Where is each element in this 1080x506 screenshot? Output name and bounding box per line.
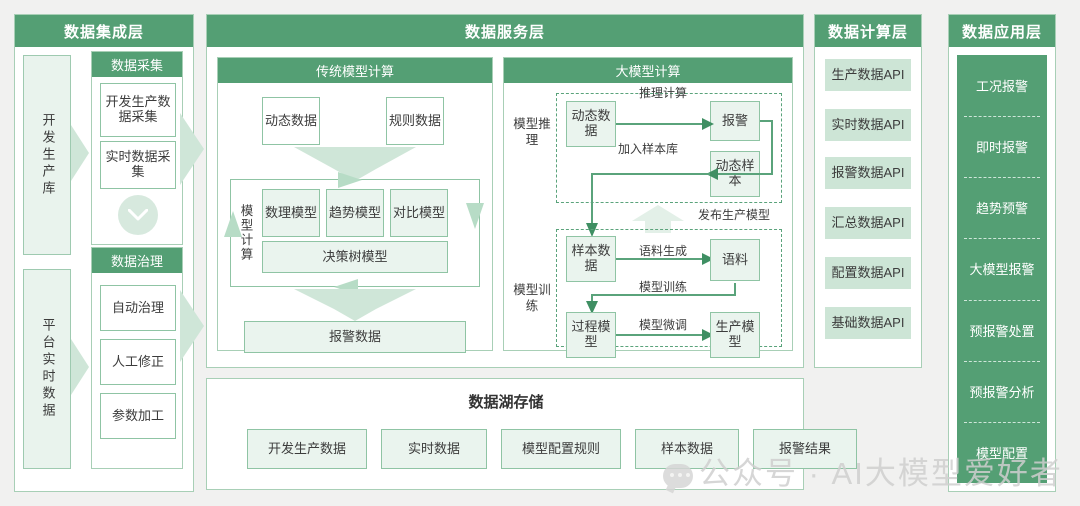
subpanel-large-model: 大模型计算 模型推理 动态数据 报警 动态样本 推理计算 加入样本库 (503, 57, 793, 358)
app-item-condition-alarm[interactable]: 工况报警 (975, 79, 1028, 95)
trad-input-dynamic-data[interactable]: 动态数据 (262, 97, 320, 145)
chevron-down-icon (118, 195, 158, 235)
inference-node-dynamic-data[interactable]: 动态数据 (566, 101, 616, 147)
inference-node-alarm[interactable]: 报警 (710, 101, 760, 141)
arrow-compute-to-alarm (294, 289, 416, 321)
app-layer-body: 工况报警 即时报警 趋势预警 大模型报警 预报警处置 预报警分析 模型配置 (949, 47, 1055, 491)
panel-compute-layer: 数据计算层 生产数据API 实时数据API 报警数据API 汇总数据API 配置… (814, 14, 922, 368)
app-item-large-model-alarm[interactable]: 大模型报警 (957, 238, 1047, 299)
collect-item-dev-prod[interactable]: 开发生产数据采集 (100, 83, 176, 137)
arrowhead-group-right-down (466, 203, 484, 229)
arrow-integration-to-lake (180, 290, 204, 362)
app-item-pre-alarm-handling[interactable]: 预报警处置 (957, 299, 1047, 361)
arrowhead-into-group-top (338, 172, 362, 188)
panel-app-layer: 数据应用层 工况报警 即时报警 趋势预警 大模型报警 预报警处置 预报警分析 模… (948, 14, 1056, 492)
edge-label-model-training: 模型训练 (638, 279, 687, 294)
api-basic-data[interactable]: 基础数据API (825, 307, 911, 339)
trad-model-decision-tree[interactable]: 决策树模型 (262, 241, 448, 273)
api-summary-data[interactable]: 汇总数据API (825, 207, 911, 239)
app-item-trend-warning[interactable]: 趋势预警 (957, 177, 1047, 238)
lake-item-model-config-rules[interactable]: 模型配置规则 (501, 429, 621, 469)
subpanel-data-collection: 数据采集 开发生产数据采集 实时数据采集 (91, 51, 183, 245)
edge-label-add-to-sample-lib: 加入样本库 (617, 141, 678, 156)
service-layer-title: 数据服务层 (207, 15, 803, 47)
source-platform-realtime[interactable]: 平台实时数据 (23, 269, 71, 469)
arrow-integration-to-service (180, 113, 204, 185)
compute-layer-title: 数据计算层 (815, 15, 921, 47)
arrow-source-to-collect (71, 125, 89, 181)
lake-item-realtime-data[interactable]: 实时数据 (381, 429, 487, 469)
service-layer-body: 传统模型计算 动态数据 规则数据 模型计算 数理模型 (207, 47, 803, 367)
trad-input-rule-data[interactable]: 规则数据 (386, 97, 444, 145)
panel-integration-layer: 数据集成层 开发生产库 平台实时数据 数据采集 开发生产数据采集 实时数据采集 (14, 14, 194, 492)
trad-model-math[interactable]: 数理模型 (262, 189, 320, 237)
lake-item-dev-prod-data[interactable]: 开发生产数据 (247, 429, 367, 469)
subpanel-traditional-model: 传统模型计算 动态数据 规则数据 模型计算 数理模型 (217, 57, 493, 353)
govern-item-param[interactable]: 参数加工 (100, 393, 176, 439)
edge-label-model-finetune: 模型微调 (638, 317, 687, 332)
watermark-text: 公众号 · AI大模型爱好者 (699, 456, 1063, 491)
trad-output-alarm-data[interactable]: 报警数据 (244, 321, 466, 353)
trad-model-trend[interactable]: 趋势模型 (326, 189, 384, 237)
watermark: 公众号 · AI大模型爱好者 (663, 448, 1063, 493)
inference-group-label: 模型推理 (513, 117, 551, 147)
large-model-title: 大模型计算 (504, 58, 792, 83)
edge-label-inference-compute: 推理计算 (638, 85, 687, 100)
trad-model-compare[interactable]: 对比模型 (390, 189, 448, 237)
api-alarm-data[interactable]: 报警数据API (825, 157, 911, 189)
panel-data-lake: 数据湖存储 开发生产数据 实时数据 模型配置规则 样本数据 报警结果 (206, 378, 857, 490)
source-dev-prod-db[interactable]: 开发生产库 (23, 55, 71, 255)
app-item-model-config[interactable]: 模型配置 (957, 421, 1047, 483)
edge-label-corpus-generation: 语料生成 (638, 243, 687, 258)
inference-node-dynamic-sample[interactable]: 动态样本 (710, 151, 760, 197)
model-compute-label: 模型计算 (238, 204, 253, 262)
data-governance-title: 数据治理 (92, 248, 182, 273)
training-node-sample-data[interactable]: 样本数据 (566, 236, 616, 282)
app-item-instant-alarm[interactable]: 即时报警 (957, 116, 1047, 177)
govern-item-auto[interactable]: 自动治理 (100, 285, 176, 331)
training-group-label: 模型训练 (513, 283, 551, 313)
arrow-inputs-to-compute (294, 147, 416, 181)
data-collection-title: 数据采集 (92, 52, 182, 77)
api-production-data[interactable]: 生产数据API (825, 59, 911, 91)
edge-label-publish-production-model: 发布生产模型 (697, 207, 770, 222)
subpanel-data-governance: 数据治理 自动治理 人工修正 参数加工 (91, 247, 183, 469)
training-node-production-model[interactable]: 生产模型 (710, 312, 760, 358)
api-config-data[interactable]: 配置数据API (825, 257, 911, 289)
data-lake-title: 数据湖存储 (468, 394, 544, 411)
app-layer-title: 数据应用层 (949, 15, 1055, 47)
arrowhead-group-left-up (224, 211, 242, 237)
compute-layer-body: 生产数据API 实时数据API 报警数据API 汇总数据API 配置数据API … (815, 47, 921, 367)
training-group (556, 229, 782, 347)
app-layer-stack: 工况报警 即时报警 趋势预警 大模型报警 预报警处置 预报警分析 模型配置 (957, 55, 1047, 483)
arrow-publish-production-model (632, 205, 684, 233)
wechat-bubble-icon (663, 464, 693, 488)
integration-layer-title: 数据集成层 (15, 15, 193, 47)
app-item-pre-alarm-analysis[interactable]: 预报警分析 (957, 360, 1047, 422)
lake-item-alarm-result[interactable]: 报警结果 (753, 429, 857, 469)
training-node-process-model[interactable]: 过程模型 (566, 312, 616, 358)
traditional-model-title: 传统模型计算 (218, 58, 492, 83)
arrow-source-to-govern (71, 339, 89, 395)
integration-layer-body: 开发生产库 平台实时数据 数据采集 开发生产数据采集 实时数据采集 (15, 47, 193, 491)
panel-service-layer: 数据服务层 传统模型计算 动态数据 规则数据 (206, 14, 804, 368)
training-node-corpus[interactable]: 语料 (710, 239, 760, 281)
api-realtime-data[interactable]: 实时数据API (825, 109, 911, 141)
govern-item-manual[interactable]: 人工修正 (100, 339, 176, 385)
collect-item-realtime[interactable]: 实时数据采集 (100, 141, 176, 189)
